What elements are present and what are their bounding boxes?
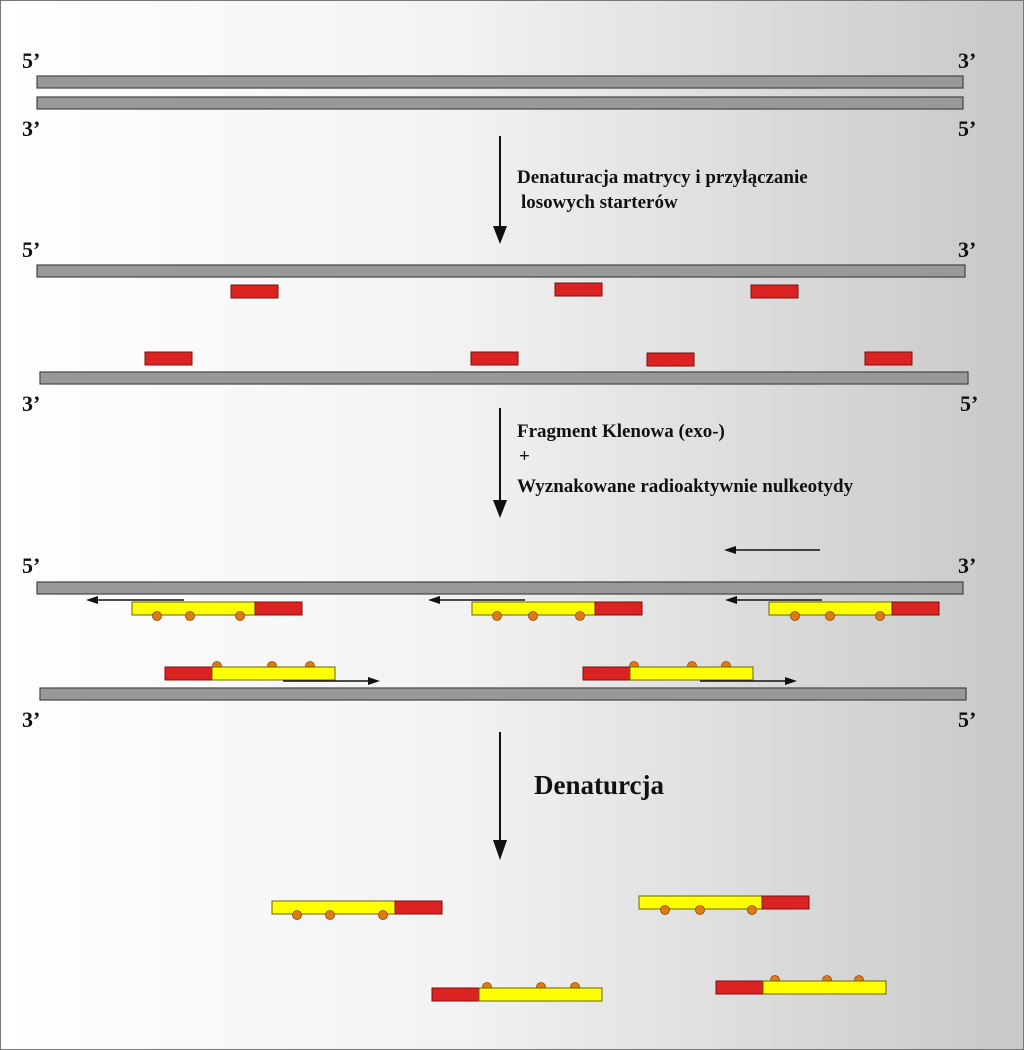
extension-product bbox=[164, 661, 380, 685]
step1-label-line2: losowych starterów bbox=[521, 192, 678, 213]
primer bbox=[470, 351, 519, 366]
extension-arrow-head bbox=[368, 677, 380, 685]
arrow-head bbox=[493, 500, 507, 518]
label-5prime-top: 5’ bbox=[22, 48, 40, 73]
labeled-nucleotide bbox=[292, 910, 302, 920]
template-strand-bottom bbox=[39, 371, 969, 385]
stage-extension: 5’ 3’ bbox=[22, 546, 976, 732]
template-strand-top bbox=[36, 75, 964, 89]
new-strand bbox=[211, 666, 336, 681]
primer bbox=[144, 351, 193, 366]
labeled-probe bbox=[638, 895, 810, 915]
labeled-nucleotide bbox=[747, 905, 757, 915]
label-5prime-top: 5’ bbox=[22, 553, 40, 578]
labeled-nucleotide bbox=[575, 611, 585, 621]
label-5prime-top: 5’ bbox=[22, 237, 40, 262]
extension-product bbox=[725, 596, 940, 621]
primer bbox=[230, 284, 279, 299]
template-strand-bottom bbox=[39, 687, 967, 701]
label-5prime-bottom: 5’ bbox=[958, 707, 976, 732]
labeled-nucleotide bbox=[152, 611, 162, 621]
labeled-nucleotide bbox=[378, 910, 388, 920]
stage-released-probes bbox=[271, 895, 887, 1002]
labeled-nucleotide bbox=[325, 910, 335, 920]
labeled-nucleotide bbox=[695, 905, 705, 915]
label-3prime-bottom: 3’ bbox=[22, 707, 40, 732]
primer bbox=[164, 666, 213, 681]
primer bbox=[582, 666, 631, 681]
step2-label-line1: Fragment Klenowa (exo-) bbox=[517, 421, 725, 442]
labeled-nucleotide bbox=[825, 611, 835, 621]
extension-arrow-head bbox=[785, 677, 797, 685]
template-strand-top bbox=[36, 264, 966, 278]
arrow-head bbox=[493, 226, 507, 244]
stage-primers-annealed: 5’ 3’ 3’ 5’ bbox=[22, 237, 978, 416]
label-3prime-top: 3’ bbox=[958, 553, 976, 578]
labeled-probe bbox=[271, 900, 443, 920]
direction-arrow-head bbox=[724, 546, 736, 554]
primer bbox=[715, 980, 764, 995]
primer bbox=[891, 601, 940, 616]
primer bbox=[554, 282, 603, 297]
extension-arrow-head bbox=[86, 596, 98, 604]
step-arrow-1 bbox=[493, 136, 507, 244]
new-strand bbox=[762, 980, 887, 995]
new-strand bbox=[629, 666, 754, 681]
labeled-nucleotide bbox=[660, 905, 670, 915]
stage-template-duplex: 5’ 3’ 3’ 5’ bbox=[22, 48, 976, 141]
primer bbox=[646, 352, 695, 367]
template-strand-bottom bbox=[36, 96, 964, 110]
step-arrow-2 bbox=[493, 408, 507, 518]
label-5prime-bottom: 5’ bbox=[958, 116, 976, 141]
step2-label-plus: + bbox=[519, 446, 530, 467]
labeled-nucleotide bbox=[790, 611, 800, 621]
primer bbox=[864, 351, 913, 366]
label-3prime-bottom: 3’ bbox=[22, 391, 40, 416]
labeled-probe bbox=[431, 982, 603, 1002]
step3-label: Denaturcja bbox=[534, 770, 664, 800]
primer bbox=[594, 601, 643, 616]
label-3prime-top: 3’ bbox=[958, 237, 976, 262]
label-3prime-bottom: 3’ bbox=[22, 116, 40, 141]
labeled-probe bbox=[715, 975, 887, 995]
primer bbox=[431, 987, 480, 1002]
template-strand-top bbox=[36, 581, 964, 595]
extension-product bbox=[86, 596, 303, 621]
labeled-nucleotide bbox=[528, 611, 538, 621]
primer bbox=[254, 601, 303, 616]
arrow-head bbox=[493, 840, 507, 860]
extension-arrow-head bbox=[428, 596, 440, 604]
label-3prime-top: 3’ bbox=[958, 48, 976, 73]
primer bbox=[761, 895, 810, 910]
step1-label-line1: Denaturacja matrycy i przyłączanie bbox=[517, 167, 808, 188]
extension-product bbox=[428, 596, 643, 621]
label-5prime-bottom: 5’ bbox=[960, 391, 978, 416]
extension-arrow-head bbox=[725, 596, 737, 604]
step-arrow-3 bbox=[493, 732, 507, 860]
labeled-nucleotide bbox=[875, 611, 885, 621]
extension-product bbox=[582, 661, 797, 685]
new-strand bbox=[478, 987, 603, 1002]
step2-label-line3: Wyznakowane radioaktywnie nulkeotydy bbox=[517, 476, 854, 497]
primer bbox=[394, 900, 443, 915]
labeled-nucleotide bbox=[235, 611, 245, 621]
labeled-nucleotide bbox=[185, 611, 195, 621]
primer bbox=[750, 284, 799, 299]
labeled-nucleotide bbox=[492, 611, 502, 621]
